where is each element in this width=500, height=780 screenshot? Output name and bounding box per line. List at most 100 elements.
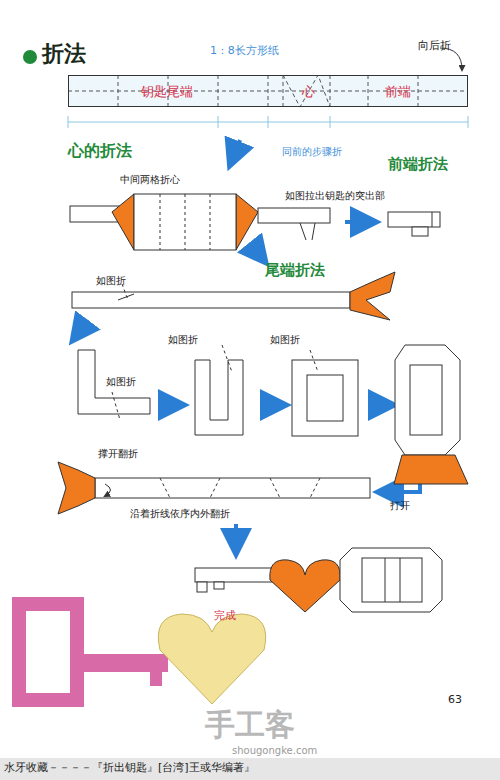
watermark: 手工客 xyxy=(205,708,295,741)
step-arrows xyxy=(76,140,420,548)
fold-line xyxy=(268,75,269,107)
heart-step xyxy=(70,194,330,250)
heart xyxy=(270,560,340,612)
section-label: 心 xyxy=(302,85,315,98)
pink-ring xyxy=(19,604,77,700)
fold-line xyxy=(118,75,119,107)
ruler-tick xyxy=(268,116,269,128)
orange-flap xyxy=(112,194,134,250)
strip-part xyxy=(70,206,120,222)
fold-line xyxy=(160,194,161,250)
fold-line xyxy=(368,75,369,107)
fold-line xyxy=(283,75,330,107)
step-note: 中间两格折心 xyxy=(120,174,180,185)
fold-line xyxy=(418,75,419,107)
ruler-tick xyxy=(218,116,219,128)
step-arrow xyxy=(250,243,262,258)
step-arrow xyxy=(160,403,178,407)
fold-line xyxy=(310,350,318,372)
paper-strip-band: 钥匙尾端 心 前端 xyxy=(68,75,468,107)
tail-steps xyxy=(78,345,468,484)
step-arrow xyxy=(232,140,240,160)
key-ring xyxy=(340,548,442,612)
fold-line xyxy=(185,194,186,250)
fold-lines xyxy=(68,75,468,107)
fold-line xyxy=(222,345,232,372)
loop-inner xyxy=(307,375,343,421)
fold-note: 向后折 xyxy=(418,40,451,52)
step-arrow xyxy=(262,403,280,407)
step-note: 撑开翻折 xyxy=(98,448,138,459)
fold-line xyxy=(432,212,433,227)
front-step xyxy=(388,212,440,236)
step-arrow xyxy=(76,320,88,336)
strip-part xyxy=(72,292,350,308)
watermark-url: shougongke.com xyxy=(232,745,317,756)
final-key xyxy=(195,548,442,612)
orange-flap xyxy=(236,194,258,250)
key-ring-inner xyxy=(362,558,422,602)
l-shape xyxy=(78,350,150,414)
ruler-tick xyxy=(468,116,469,128)
source-note: 水牙收藏－－－－『折出钥匙』[台湾]王或华编著』 xyxy=(4,762,255,774)
fold-line xyxy=(210,194,211,250)
key-stem xyxy=(195,568,275,582)
fold-line xyxy=(385,558,386,602)
key-tooth xyxy=(412,227,428,236)
step-note: 如图折 xyxy=(270,334,300,345)
fold-mark xyxy=(118,294,134,300)
section-label: 前端 xyxy=(385,85,411,98)
turn-arrow xyxy=(105,484,111,496)
strip-part xyxy=(95,478,370,498)
fold-line xyxy=(160,478,320,498)
section-heading: 尾端折法 xyxy=(265,262,325,279)
orange-flap xyxy=(350,272,395,320)
fold-line xyxy=(400,558,401,602)
bottom-bar xyxy=(0,758,500,780)
fold-line xyxy=(112,392,120,420)
ring-inner xyxy=(410,365,442,435)
strip-part xyxy=(258,208,330,223)
finished-photo xyxy=(19,604,266,704)
fold-line xyxy=(218,75,219,107)
fold-line xyxy=(283,75,284,107)
done-label: 完成 xyxy=(214,610,236,622)
step-note: 打开 xyxy=(390,500,410,511)
paper-ratio: 1 : 8长方形纸 xyxy=(210,45,279,57)
orange-flap xyxy=(58,462,95,514)
step-note: 同前的步骤折 xyxy=(282,146,342,157)
strip-part xyxy=(388,212,440,227)
pink-tooth xyxy=(150,672,162,686)
ruler-tick xyxy=(330,116,331,128)
step-note: 如图折 xyxy=(96,275,126,286)
section-heading: 前端折法 xyxy=(388,156,448,173)
heart-box xyxy=(134,194,236,250)
step-arrow xyxy=(345,220,370,224)
ruler-tick xyxy=(68,116,69,128)
ruler xyxy=(68,116,468,128)
step-note: 如图折 xyxy=(168,334,198,345)
u-shape xyxy=(195,360,243,435)
loop-shape xyxy=(292,360,358,436)
step-arrow xyxy=(234,524,238,548)
step-note: 沿着折线依序内外翻折 xyxy=(130,508,230,519)
open-step xyxy=(58,462,370,514)
section-label: 钥匙尾端 xyxy=(141,85,193,98)
tail-step xyxy=(72,272,395,320)
section-heading: 心的折法 xyxy=(68,142,132,160)
key-tooth xyxy=(197,582,207,592)
step-arrow xyxy=(370,403,388,407)
fold-line xyxy=(330,75,331,107)
pull-mark xyxy=(300,223,315,240)
ring-shape xyxy=(395,345,460,455)
title-dot xyxy=(23,50,37,64)
key-tooth xyxy=(214,582,224,589)
step-note: 如图拉出钥匙的突出部 xyxy=(285,190,385,201)
step-note: 如图折 xyxy=(106,376,136,387)
orange-base xyxy=(394,455,468,484)
paper-strip xyxy=(68,75,468,107)
yellow-heart xyxy=(158,614,265,704)
title: 折法 xyxy=(42,42,86,66)
